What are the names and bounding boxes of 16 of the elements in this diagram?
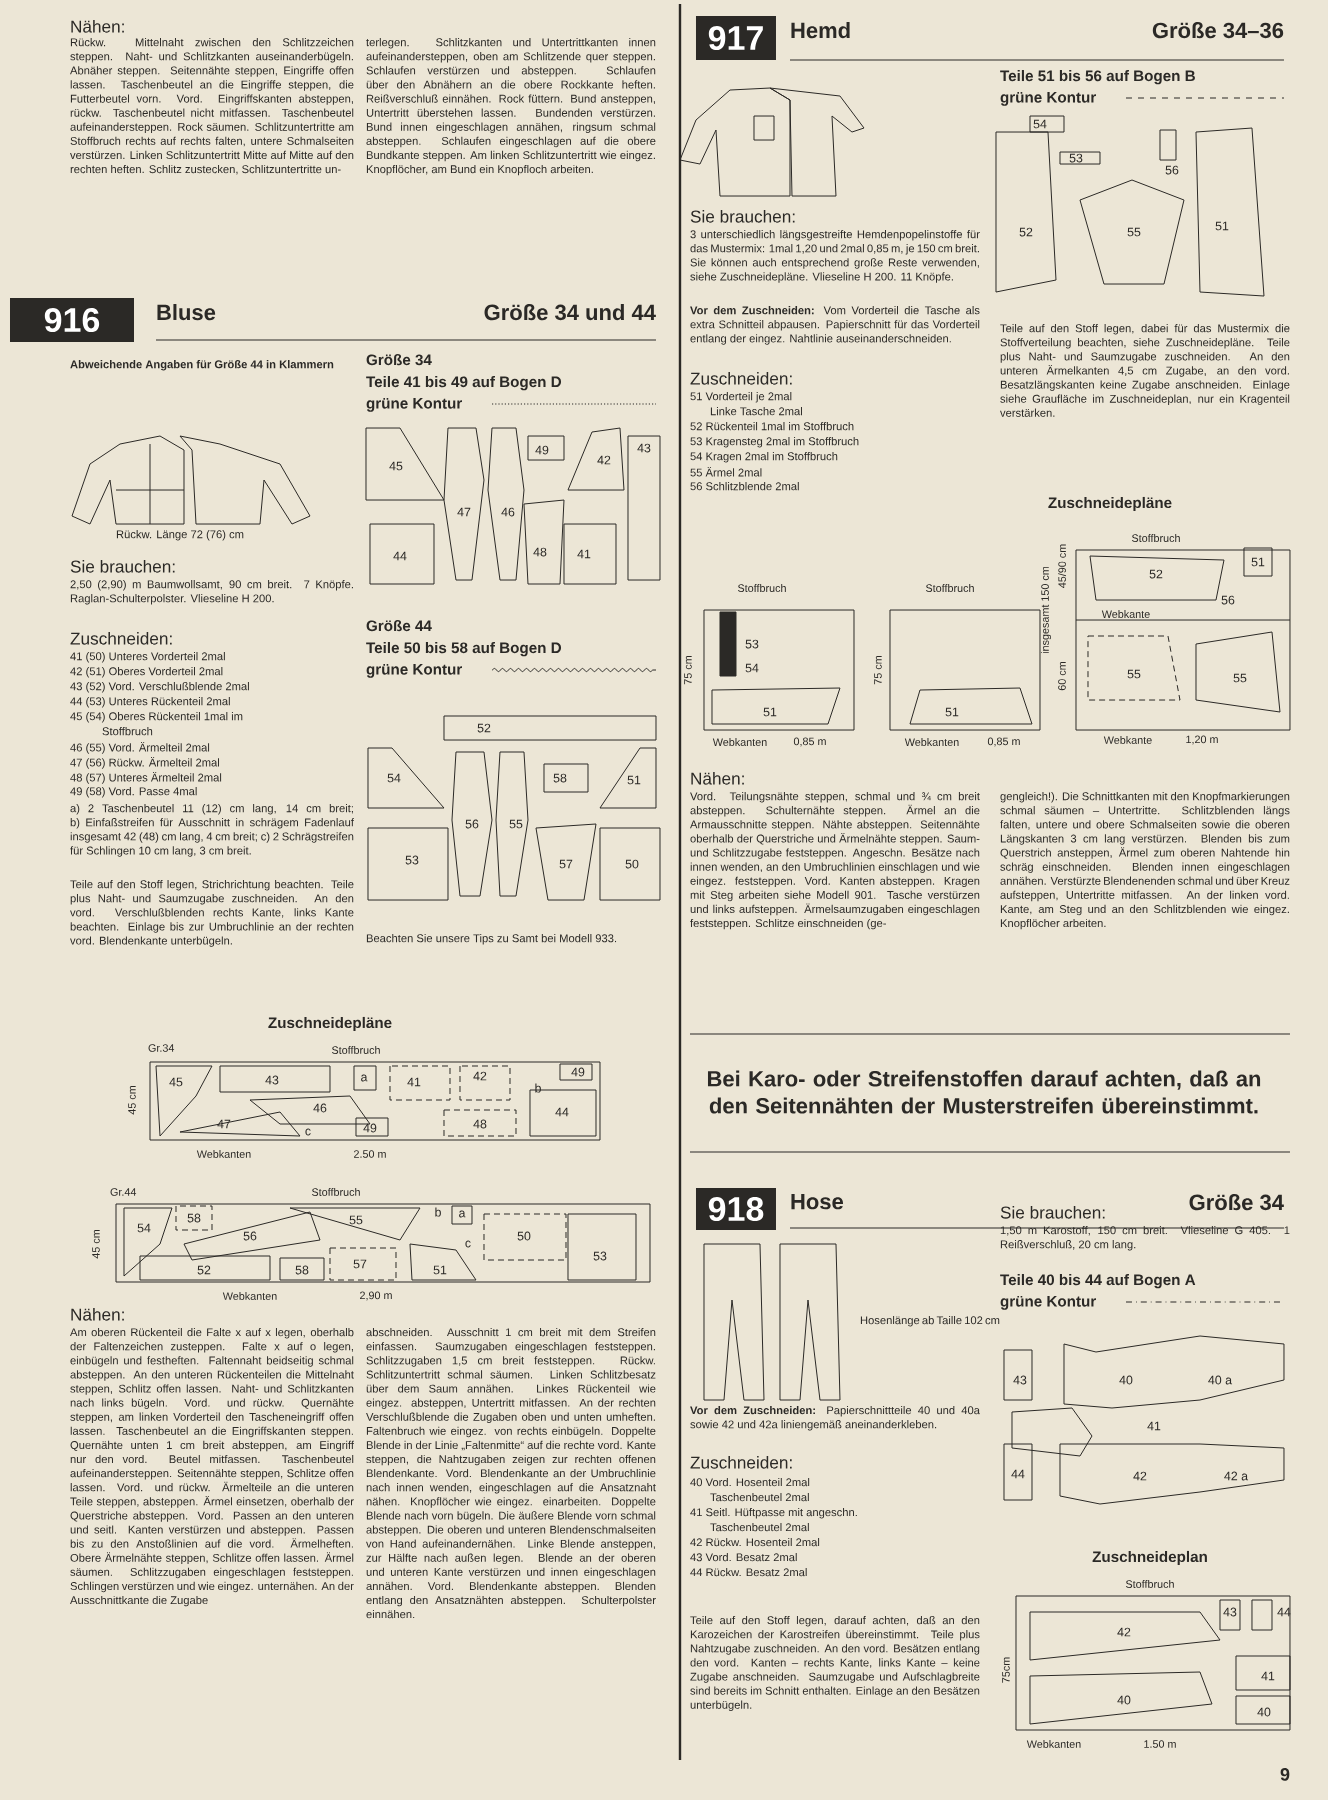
section-heading: Nähen: [71, 20, 124, 33]
title: Größe 34 [1189, 1194, 1284, 1211]
section-heading: Sie brauchen: [70, 560, 175, 573]
title: Größe 34–36 [1152, 22, 1284, 39]
section-heading: Sie brauchen: [1000, 1206, 1105, 1219]
title: Größe 34 und 44 [484, 304, 656, 321]
number-badge: 918 [696, 1188, 776, 1230]
section-heading: Zuschneiden: [690, 372, 792, 385]
section-heading: Nähen: [71, 1308, 124, 1321]
page-number: 9 [1280, 1768, 1290, 1781]
section-heading: Nähen: [691, 772, 744, 785]
number-badge: 916 [10, 298, 134, 342]
section-heading: Zuschneiden: [70, 632, 172, 645]
section-heading: Sie brauchen: [690, 210, 795, 223]
section-heading: Zuschneiden: [690, 1456, 792, 1469]
number-badge: 917 [696, 16, 776, 60]
